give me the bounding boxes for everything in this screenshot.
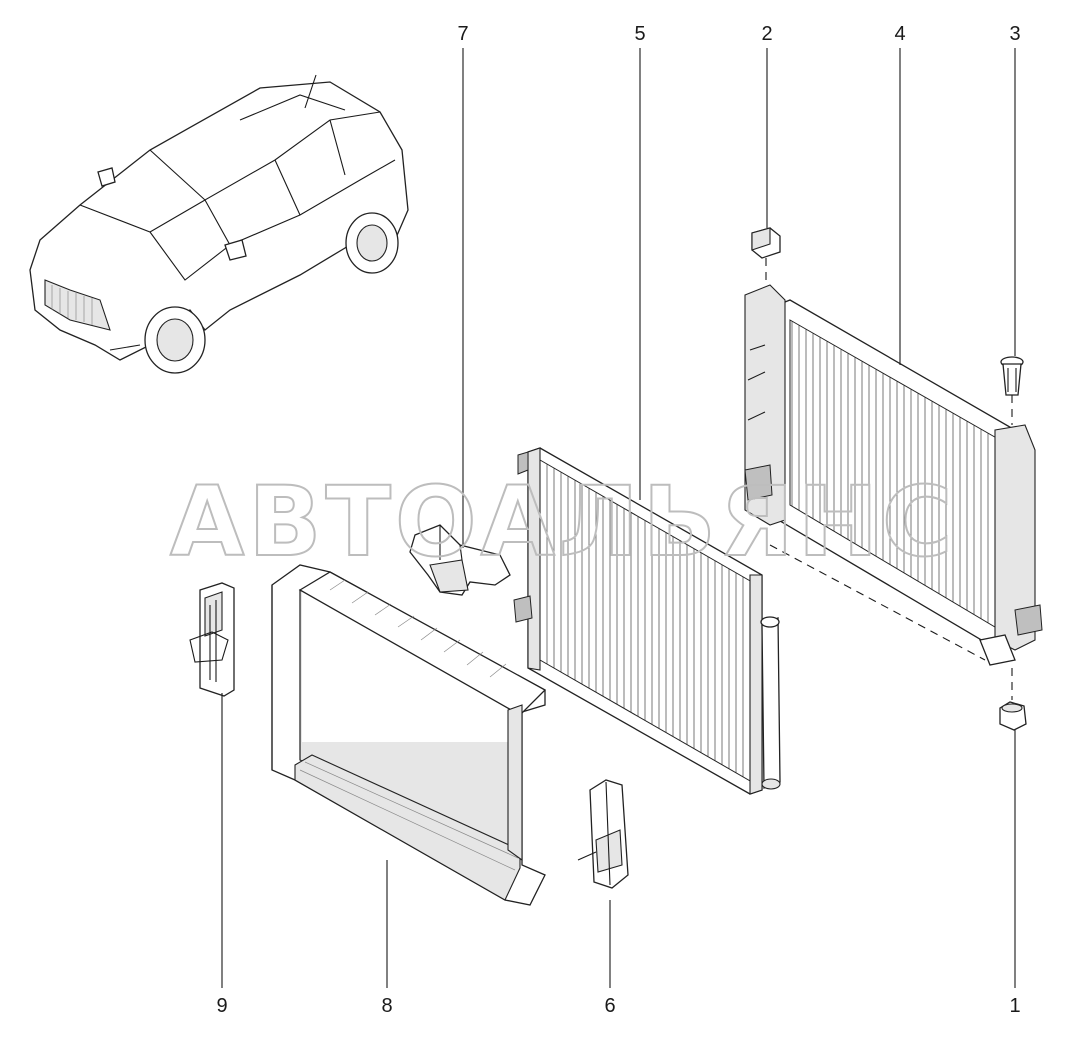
part-9-side-bracket	[189, 582, 235, 697]
callout-9: 9	[216, 995, 227, 1017]
vehicle-illustration	[29, 74, 409, 374]
callout-2: 2	[761, 23, 772, 45]
callout-6: 6	[604, 995, 615, 1017]
callout-5: 5	[634, 23, 645, 45]
callout-3: 3	[1009, 23, 1020, 45]
part-4-radiator	[744, 284, 1043, 666]
part-3-pin	[1000, 356, 1024, 396]
callout-numbers: 3 2 4 5 7 1 6 8 9	[216, 23, 1020, 1017]
part-7-bracket	[409, 524, 511, 596]
part-2-mount-clip	[751, 227, 781, 259]
callout-8: 8	[381, 995, 392, 1017]
watermark-text: АВТОАЛЬЯНС	[170, 466, 956, 578]
callout-leaders	[221, 48, 1016, 988]
callout-4: 4	[894, 23, 905, 45]
part-8-fan-shroud	[271, 564, 547, 906]
callout-1: 1	[1009, 995, 1020, 1017]
part-1-grommet	[999, 701, 1027, 731]
part-6-lower-bracket	[577, 779, 629, 889]
part-5-condenser	[513, 447, 781, 795]
assembly-guide-lines	[765, 258, 1013, 700]
callout-7: 7	[457, 23, 468, 45]
